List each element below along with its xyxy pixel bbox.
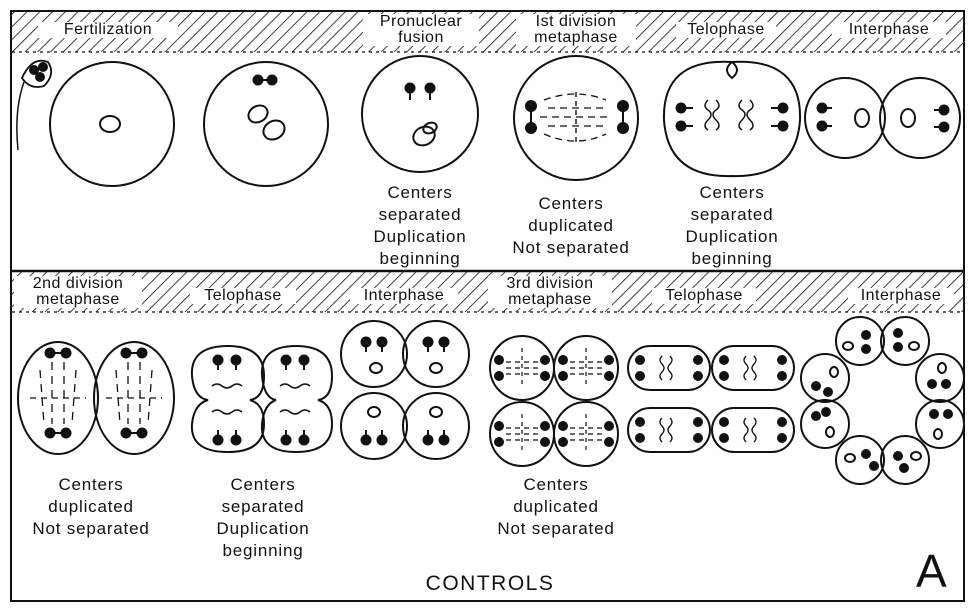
stage-label-line: Interphase — [363, 287, 445, 304]
third-telophase-cells — [627, 345, 795, 453]
stage-label-line: metaphase — [534, 29, 618, 46]
stage-label: 3rd division metaphase — [488, 276, 612, 308]
stage-label-line: Ist division — [535, 13, 617, 30]
caption-line: Not separated — [32, 519, 150, 538]
third-metaphase-cells — [489, 335, 619, 467]
stage-label: Interphase — [848, 288, 954, 304]
stage-label-line: 2nd division — [32, 275, 124, 292]
caption-line: separated — [690, 205, 774, 224]
first-telophase-cell — [662, 60, 802, 178]
caption-line: separated — [378, 205, 462, 224]
stage-label-line: metaphase — [36, 291, 120, 308]
fertilization-cell — [16, 59, 175, 187]
first-interphase-cells — [804, 77, 961, 159]
stage-label: Pronuclear fusion — [363, 14, 479, 46]
caption-line: Duplication — [373, 227, 467, 246]
caption-line: duplicated — [528, 216, 614, 235]
panel-letter: A — [916, 545, 947, 597]
stage-label: Telophase — [676, 22, 776, 38]
centers-caption: Centers duplicated Not separated — [16, 474, 166, 540]
pronuclear-fusion-cell — [361, 55, 479, 173]
stage-label-line: 3rd division — [506, 275, 594, 292]
second-interphase-cells — [340, 320, 470, 460]
stage-label-line: metaphase — [508, 291, 592, 308]
stage-label: Interphase — [350, 288, 458, 304]
caption-line: beginning — [379, 249, 461, 268]
caption-line: Centers — [387, 183, 453, 202]
centers-caption: Centers separated Duplication beginning — [345, 182, 495, 270]
caption-line: Duplication — [685, 227, 779, 246]
stage-label: Ist division metaphase — [516, 14, 636, 46]
stage-label: Interphase — [832, 22, 946, 38]
stage-label: Telophase — [652, 288, 756, 304]
second-metaphase-cells — [17, 341, 175, 455]
stage-label-line: Telophase — [204, 287, 282, 304]
stage-label-line: Telophase — [665, 287, 743, 304]
caption-line: beginning — [222, 541, 304, 560]
centers-caption: Centers separated Duplication beginning — [657, 182, 807, 270]
third-interphase-ring — [800, 316, 965, 485]
caption-line: Centers — [699, 183, 765, 202]
first-metaphase-cell — [513, 55, 639, 181]
centers-caption: Centers separated Duplication beginning — [188, 474, 338, 562]
caption-line: Centers — [58, 475, 124, 494]
caption-line: Centers — [523, 475, 589, 494]
caption-line: duplicated — [48, 497, 134, 516]
caption-line: duplicated — [513, 497, 599, 516]
stage-label: Fertilization — [38, 22, 178, 38]
centers-caption: Centers duplicated Not separated — [481, 474, 631, 540]
caption-line: beginning — [691, 249, 773, 268]
stage-label-line: Pronuclear — [379, 13, 463, 30]
caption-line: Centers — [538, 194, 604, 213]
centers-caption: Centers duplicated Not separated — [496, 193, 646, 259]
caption-line: Not separated — [497, 519, 615, 538]
stage-label-line: Interphase — [860, 287, 942, 304]
controls-label: CONTROLS — [425, 572, 555, 595]
second-telophase-cells — [190, 344, 334, 454]
pronuclei-cell — [203, 61, 329, 187]
row2-header-band — [12, 272, 963, 312]
stage-label: 2nd division metaphase — [14, 276, 142, 308]
stage-label-line: Telophase — [687, 21, 765, 38]
stage-label-line: Fertilization — [63, 21, 153, 38]
caption-line: separated — [221, 497, 305, 516]
caption-line: Duplication — [216, 519, 310, 538]
caption-line: Not separated — [512, 238, 630, 257]
caption-line: Centers — [230, 475, 296, 494]
stage-label-line: fusion — [398, 29, 444, 46]
stage-label-line: Interphase — [848, 21, 930, 38]
stage-label: Telophase — [190, 288, 296, 304]
